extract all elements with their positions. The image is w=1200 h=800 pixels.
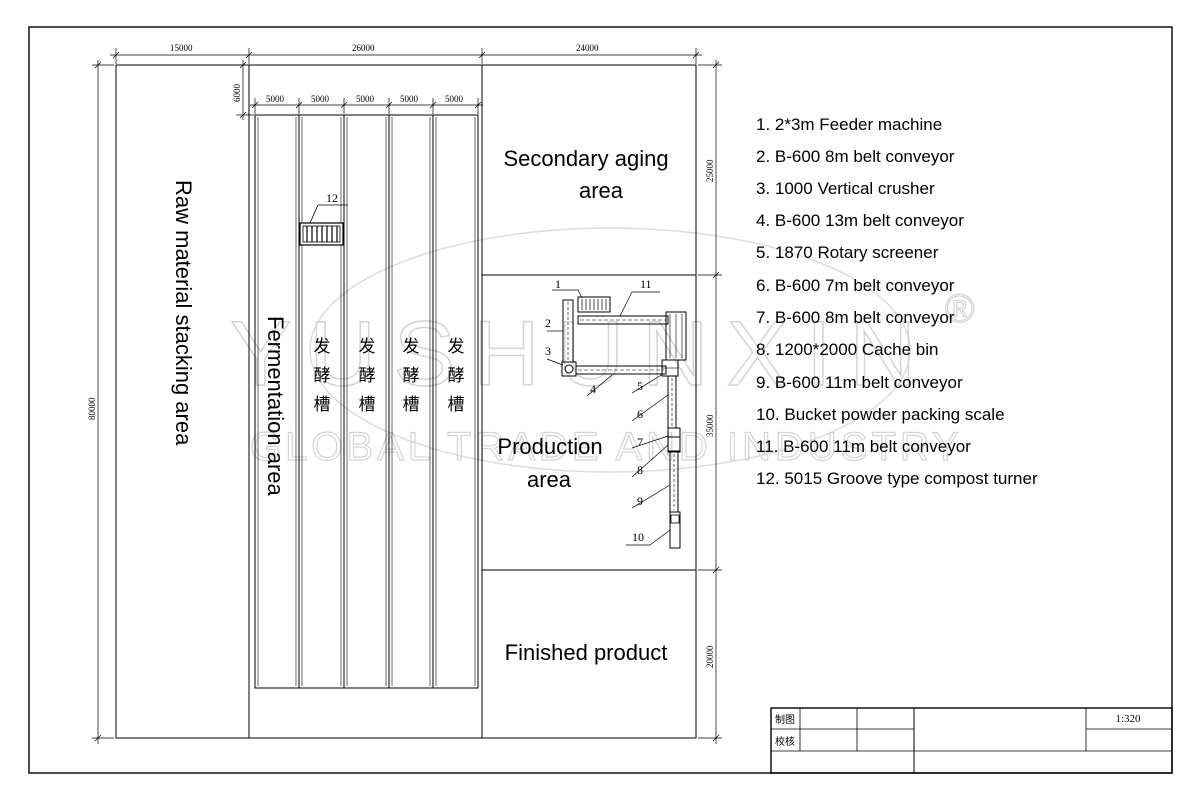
tank-3-label-char-1: 发: [359, 337, 376, 357]
top-dimension-labels: 15000 26000 24000 5000 5000 5000 5000 50…: [170, 43, 599, 104]
title-block-checked-by: 校核: [775, 735, 795, 748]
tank-3-label-char-2: 酵: [359, 366, 376, 386]
watermark-tagline: GLOBAL TRADE AND INDUSTRY: [250, 425, 963, 469]
area-labels: Raw material stacking area Fermentation …: [171, 146, 669, 665]
dim-tank-2: 5000: [311, 94, 330, 104]
callout-3: 3: [545, 344, 551, 358]
watermark-reg-mark: ®: [945, 287, 978, 331]
cache-bin: [667, 436, 681, 452]
raw-area-label: Raw material stacking area: [171, 180, 196, 446]
tank-5-label-char-3: 槽: [448, 395, 465, 415]
callout-7: 7: [637, 435, 643, 449]
dim-fermentation-width: 26000: [352, 43, 375, 53]
watermark-ring: [309, 227, 911, 473]
callout-12: 12: [326, 191, 338, 205]
dim-tank-1: 5000: [266, 94, 285, 104]
legend-item-10: 10. Bucket powder packing scale: [756, 405, 1005, 424]
legend-item-4: 4. B-600 13m belt conveyor: [756, 211, 964, 230]
tank-5-label-char-1: 发: [448, 337, 465, 357]
right-dimension-labels: 25000 35000 20000: [705, 159, 715, 668]
fermentation-tanks: [254, 114, 479, 689]
tank-4-label-char-3: 槽: [403, 395, 420, 415]
right-dimensions: [698, 60, 722, 744]
legend-item-8: 8. 1200*2000 Cache bin: [756, 340, 938, 359]
legend-item-3: 3. 1000 Vertical crusher: [756, 179, 935, 198]
legend-item-9: 9. B-600 11m belt conveyor: [756, 373, 963, 392]
legend-item-5: 5. 1870 Rotary screener: [756, 243, 939, 262]
equipment-legend: 1. 2*3m Feeder machine 2. B-600 8m belt …: [756, 115, 1038, 488]
secondary-area-label-1: Secondary aging: [503, 146, 668, 171]
compost-turner: [299, 204, 348, 246]
legend-item-1: 1. 2*3m Feeder machine: [756, 115, 942, 134]
feeder-machine: [577, 296, 611, 313]
tank-4-label-char-2: 酵: [403, 366, 420, 386]
callout-labels: 1 2 3 4 5 6 7 8 9 10 11 12: [326, 191, 652, 544]
fermentation-tank-5: [432, 114, 479, 689]
production-area-label-2: area: [527, 467, 572, 492]
fermentation-area-label: Fermentation area: [263, 316, 288, 497]
tank-5-label-char-2: 酵: [448, 366, 465, 386]
callout-2: 2: [545, 316, 551, 330]
dim-overall-height: 80000: [87, 397, 97, 420]
conveyor-11: [577, 315, 669, 325]
callout-1: 1: [555, 277, 561, 291]
dim-finished-height: 20000: [705, 645, 715, 668]
tank-2-label-char-3: 槽: [314, 395, 331, 415]
legend-item-2: 2. B-600 8m belt conveyor: [756, 147, 955, 166]
legend-item-6: 6. B-600 7m belt conveyor: [756, 276, 955, 295]
callout-8: 8: [637, 463, 643, 477]
callout-4: 4: [590, 382, 596, 396]
left-dimension: [92, 60, 114, 744]
tank-labels: 发 酵 槽 发 酵 槽 发 酵 槽 发 酵 槽: [314, 337, 465, 415]
title-block: [770, 707, 1173, 774]
dim-production-height: 35000: [705, 414, 715, 437]
callout-6: 6: [637, 407, 643, 421]
dim-tank-4: 5000: [400, 94, 419, 104]
dim-tank-5: 5000: [445, 94, 464, 104]
callout-5: 5: [637, 379, 643, 393]
secondary-area-label-2: area: [579, 178, 624, 203]
top-dimensions: [110, 48, 702, 120]
dim-raw-width: 15000: [170, 43, 193, 53]
callout-9: 9: [637, 494, 643, 508]
legend-item-11: 11. B-600 11m belt conveyor: [756, 437, 971, 456]
site-plan: [115, 64, 697, 739]
callout-10: 10: [632, 530, 644, 544]
legend-item-7: 7. B-600 8m belt conveyor: [756, 308, 955, 327]
tank-4-label-char-1: 发: [403, 337, 420, 357]
outer-frame: [28, 26, 1173, 774]
finished-area-label: Finished product: [505, 640, 668, 665]
tank-3-label-char-3: 槽: [359, 395, 376, 415]
title-block-drawn-by: 制图: [775, 713, 795, 726]
packing-scale: [669, 511, 681, 549]
legend-item-12: 12. 5015 Groove type compost turner: [756, 469, 1038, 488]
dim-secondary-height: 25000: [705, 159, 715, 182]
tank-2-label-char-1: 发: [314, 337, 331, 357]
conveyor-11-riser: [665, 311, 687, 361]
dim-gap: 6000: [232, 84, 242, 103]
dim-tank-3: 5000: [356, 94, 375, 104]
production-area-label-1: Production: [497, 434, 602, 459]
tank-2-label-char-2: 酵: [314, 366, 331, 386]
callouts: [546, 289, 671, 546]
callout-11: 11: [640, 277, 652, 291]
conveyor-4: [575, 365, 667, 375]
title-block-scale: 1:320: [1115, 713, 1141, 725]
dim-east-width: 24000: [576, 43, 599, 53]
site-boundary: [115, 64, 697, 739]
